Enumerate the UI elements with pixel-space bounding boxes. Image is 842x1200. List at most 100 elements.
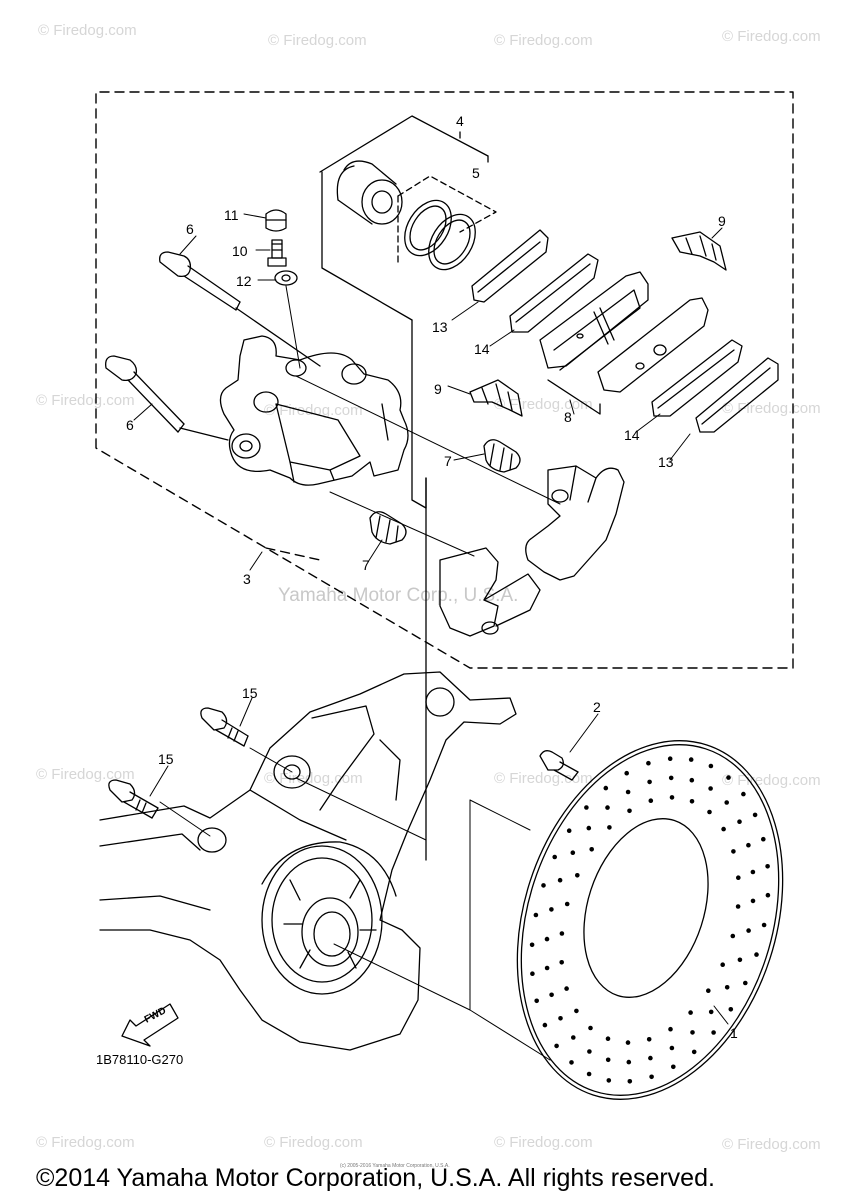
seal-bracket (397, 175, 497, 263)
disc-hole (584, 805, 589, 810)
callout-6-lower: 6 (126, 417, 134, 433)
wheel-hub (261, 841, 471, 1011)
callout-13-lower: 13 (658, 454, 674, 470)
brake-pad-lower (597, 297, 709, 393)
disc-hole (552, 854, 557, 860)
swing-arm (99, 671, 517, 1051)
disc-hole (668, 1026, 673, 1032)
disc-hole (688, 757, 694, 762)
watermark: © Firedog.com (264, 402, 363, 419)
disc-hole (534, 998, 539, 1004)
brake-disc (516, 740, 784, 1100)
disc-hole (586, 1071, 592, 1077)
watermark: © Firedog.com (36, 1134, 135, 1151)
disc-hole (708, 1009, 714, 1015)
pad-group-bracket (547, 379, 601, 415)
disc-hole (689, 799, 695, 804)
disc-hole (625, 1040, 631, 1045)
boot-upper (483, 439, 521, 473)
disc-hole (711, 1030, 716, 1035)
disc-hole (627, 1079, 633, 1084)
disc-hole (761, 922, 767, 928)
callout-3: 3 (243, 571, 251, 587)
disc-hole (575, 873, 580, 878)
disc-hole (726, 775, 731, 780)
callout-9-upper: 9 (718, 213, 726, 229)
disc-hole (708, 763, 714, 769)
disc-hole (589, 847, 594, 852)
disc-hole (669, 795, 675, 800)
disc-hole (554, 1043, 559, 1049)
bolt-15-upper (200, 707, 249, 747)
disc-hole (559, 960, 564, 965)
pad-shim-14-lower (651, 339, 743, 417)
disc-hole (737, 957, 743, 963)
watermark: © Firedog.com (494, 770, 593, 787)
caliper-body (219, 335, 561, 557)
disc-hole (549, 907, 554, 912)
disc-hole (671, 1064, 676, 1070)
watermark: © Firedog.com (722, 28, 821, 45)
watermark: © Firedog.com (38, 22, 137, 39)
disc-hole (571, 1035, 576, 1040)
callout-2: 2 (593, 699, 601, 715)
callout-leaders (133, 213, 729, 1025)
disc-hole (688, 1010, 693, 1015)
disc-hole (570, 850, 576, 855)
watermark: © Firedog.com (494, 1134, 593, 1151)
disc-hole (544, 936, 550, 942)
watermark: © Firedog.com (36, 392, 135, 409)
caliper-bracket (439, 465, 625, 637)
watermark: © Firedog.com (268, 32, 367, 49)
callout-13-upper: 13 (432, 319, 448, 335)
disc-hole (721, 826, 726, 832)
watermark: © Firedog.com (494, 32, 593, 49)
disc-hole (741, 791, 746, 797)
callout-14-lower: 14 (624, 427, 640, 443)
disc-hole (648, 1055, 653, 1061)
slide-pin-upper (159, 251, 321, 367)
disc-hole (750, 869, 756, 875)
bleed-screw (267, 239, 287, 267)
disc-hole (691, 1049, 697, 1055)
disc-hole (605, 1036, 611, 1041)
disc-hole (708, 786, 713, 791)
disc-hole (754, 952, 759, 957)
disc-hole (736, 875, 741, 880)
copyright-notice: ©2014 Yamaha Motor Corporation, U.S.A. A… (36, 1164, 715, 1192)
disc-hole (743, 980, 748, 986)
callout-9-lower: 9 (434, 381, 442, 397)
disc-hole (605, 805, 610, 810)
disc-hole (724, 800, 729, 805)
pad-spring-lower (469, 379, 523, 417)
disc-hole (606, 1078, 612, 1083)
disc-hole (730, 933, 736, 939)
disc-hole (558, 1016, 563, 1021)
disc-hole (752, 812, 758, 818)
disc-hole (544, 965, 550, 971)
disc-hole (533, 912, 539, 918)
disc-hole (667, 756, 673, 761)
disc-screw (539, 750, 579, 781)
disc-hole (646, 760, 651, 766)
disc-hole (646, 1037, 652, 1042)
disc-hole (737, 819, 742, 824)
callout-11: 11 (224, 207, 239, 223)
bolt-15-lower (108, 779, 159, 819)
callout-15-lower: 15 (158, 751, 174, 767)
disc-hole (587, 1049, 592, 1054)
pad-shim-13-upper (471, 229, 549, 303)
disc-hole (549, 992, 554, 998)
fine-print: (c) 2005-2016 Yamaha Motor Corporation, … (340, 1163, 450, 1169)
disc-hole (649, 1074, 654, 1080)
watermark: © Firedog.com (722, 1136, 821, 1153)
disc-hole (542, 1022, 548, 1028)
pad-shim-13-lower (695, 357, 779, 433)
disc-hole (746, 928, 751, 933)
callout-14-upper: 14 (474, 341, 490, 357)
brake-pad-upper (539, 271, 649, 371)
diagram-code: 1B78110-G270 (96, 1052, 184, 1067)
callout-8: 8 (564, 409, 572, 425)
